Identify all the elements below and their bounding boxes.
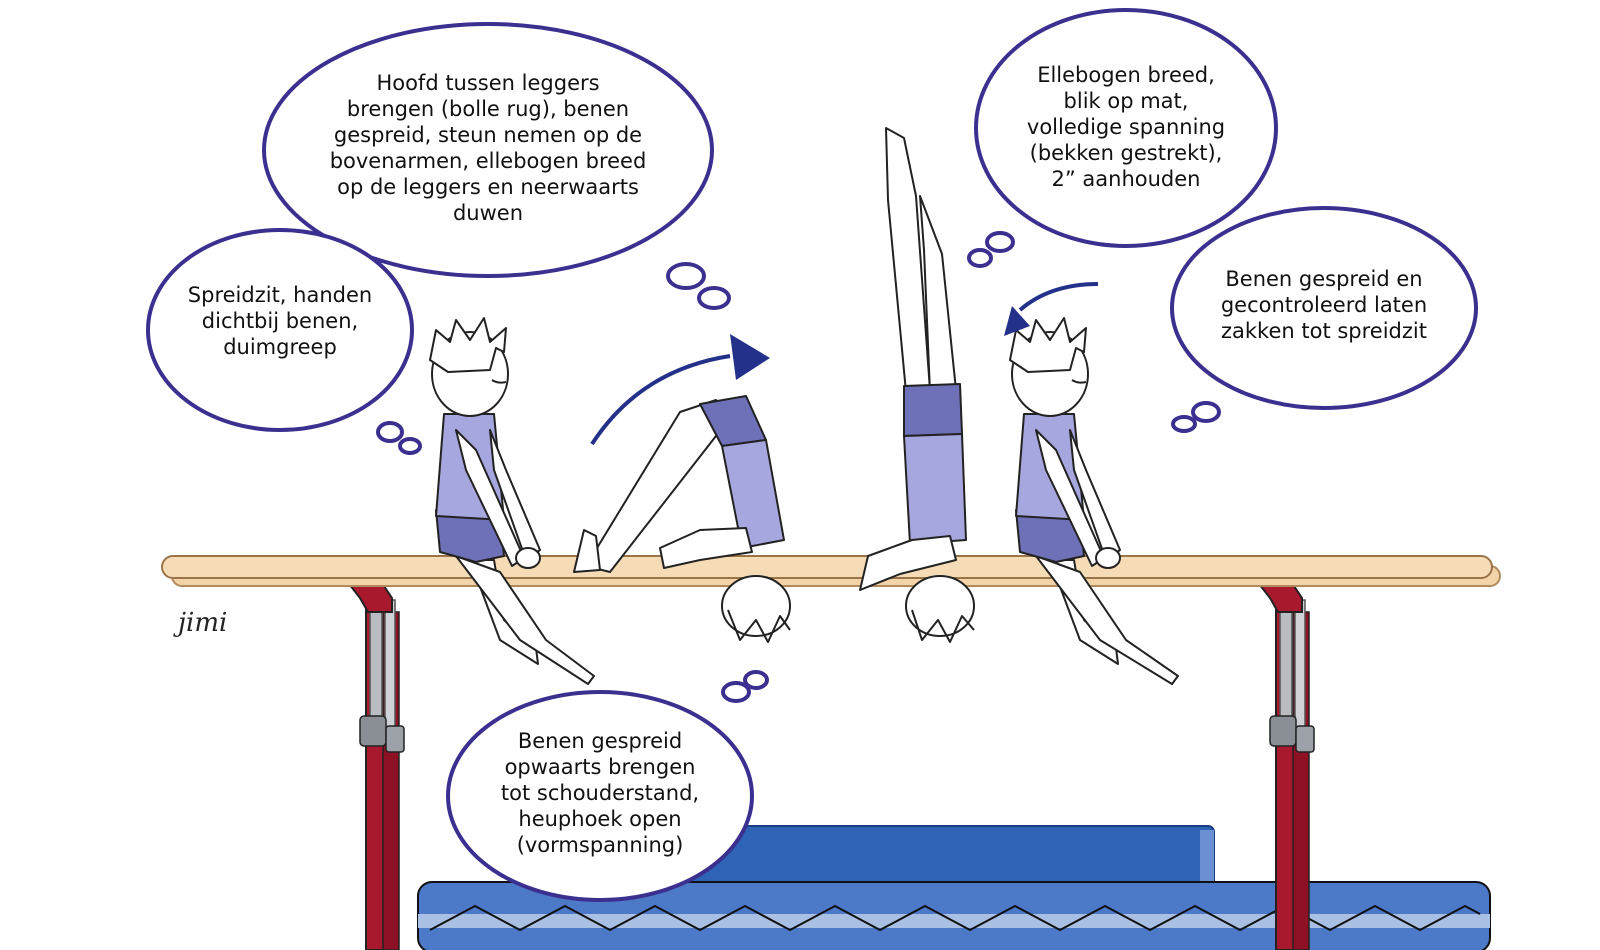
bubble-line: dichtbij benen, bbox=[201, 309, 359, 333]
curved-arrow-left-icon bbox=[1004, 282, 1099, 336]
bubble-straddle-sit: Spreidzit, handen dichtbij benen, duimgr… bbox=[160, 282, 400, 360]
bubble-line: Benen gespreid bbox=[517, 729, 683, 753]
front-rail bbox=[161, 555, 1493, 579]
bubble-line: opwaarts brengen bbox=[504, 755, 696, 779]
bubble-legs-lower-shape bbox=[1170, 206, 1478, 433]
bubble-legs-up: Benen gespreid opwaarts brengen tot scho… bbox=[470, 728, 730, 858]
gymnast-straddle-sit-right bbox=[1009, 317, 1179, 685]
parallel-rails bbox=[161, 555, 1501, 587]
top-mat bbox=[659, 825, 1215, 889]
gymnast-straddle-sit-left bbox=[429, 317, 595, 685]
bubble-line: op de leggers en neerwaarts bbox=[337, 175, 639, 199]
top-mat-highlight bbox=[1200, 830, 1214, 886]
bubble-line: brengen (bolle rug), benen bbox=[346, 97, 630, 121]
artist-signature: jimi bbox=[178, 608, 228, 638]
bubble-line: heuphoek open bbox=[518, 807, 682, 831]
bubble-line: Ellebogen breed, bbox=[1037, 63, 1215, 87]
bubble-line: bovenarmen, ellebogen breed bbox=[329, 149, 647, 173]
bubble-line: Hoofd tussen leggers bbox=[376, 71, 600, 95]
bubble-legs-lower: Benen gespreid en gecontroleerd laten za… bbox=[1190, 266, 1458, 344]
bubble-elbows-wide-shape bbox=[967, 8, 1278, 268]
bubble-line: Benen gespreid en bbox=[1225, 267, 1423, 291]
gymnast-shoulder-stand bbox=[859, 127, 975, 643]
curved-arrow-right-icon bbox=[590, 334, 770, 446]
bubble-line: duimgreep bbox=[223, 335, 337, 359]
landing-mats bbox=[417, 825, 1491, 950]
bubble-legs-up-shape bbox=[446, 670, 769, 902]
bubble-line: gecontroleerd laten bbox=[1220, 293, 1428, 317]
mat-zigzag bbox=[429, 904, 1481, 932]
bubble-line: blik op mat, bbox=[1063, 89, 1189, 113]
bubble-elbows-wide: Ellebogen breed, blik op mat, volledige … bbox=[996, 62, 1256, 192]
bubble-straddle-sit-shape bbox=[146, 228, 422, 455]
left-bar-post bbox=[343, 579, 405, 950]
bubble-line: gespreid, steun nemen op de bbox=[333, 123, 643, 147]
bubble-head-between-rails-shape bbox=[262, 22, 731, 310]
gymnast-rolling-forward bbox=[573, 395, 791, 643]
bubble-line: Spreidzit, handen bbox=[187, 283, 373, 307]
bubble-line: (bekken gestrekt), bbox=[1029, 141, 1223, 165]
bubble-line: tot schouderstand, bbox=[500, 781, 700, 805]
right-bar-post bbox=[1253, 579, 1315, 950]
bubble-line: zakken tot spreidzit bbox=[1221, 319, 1427, 343]
bubble-head-between-rails: Hoofd tussen leggers brengen (bolle rug)… bbox=[288, 70, 688, 226]
bubble-line: (vormspanning) bbox=[516, 833, 684, 857]
bubble-line: 2” aanhouden bbox=[1051, 167, 1201, 191]
bubble-line: volledige spanning bbox=[1026, 115, 1226, 139]
bubble-line: duwen bbox=[452, 201, 524, 225]
